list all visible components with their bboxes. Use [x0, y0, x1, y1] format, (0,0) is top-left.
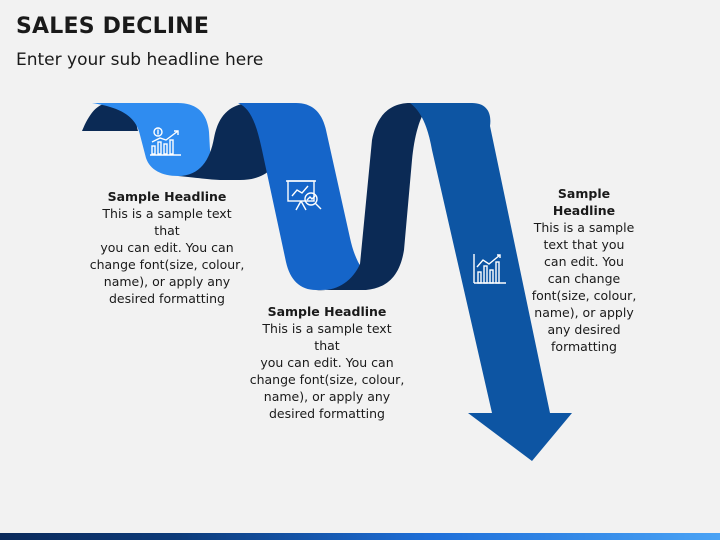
bar-chart-icon [473, 254, 506, 284]
step-1-body: This is a sample text that you can edit.… [89, 206, 245, 306]
ribbon-arrow [410, 103, 572, 461]
page-title: SALES DECLINE [16, 14, 210, 39]
presentation-board-icon [286, 180, 322, 211]
step-1-text: Sample Headline This is a sample text th… [88, 188, 246, 307]
step-3-text: Sample Headline This is a sample text th… [528, 185, 640, 355]
step-2-headline: Sample Headline [267, 304, 387, 319]
step-2-body: This is a sample text that you can edit.… [249, 321, 405, 421]
page-subtitle: Enter your sub headline here [16, 50, 264, 70]
bottom-accent-bar [0, 533, 720, 540]
step-2-text: Sample Headline This is a sample text th… [248, 303, 406, 422]
step-3-body: This is a sample text that you can edit.… [531, 220, 637, 354]
step-3-headline: Sample Headline [552, 186, 616, 218]
ribbon-fold-dark-2 [316, 103, 430, 291]
bulb-chart-icon [150, 127, 181, 156]
step-1-headline: Sample Headline [107, 189, 227, 204]
